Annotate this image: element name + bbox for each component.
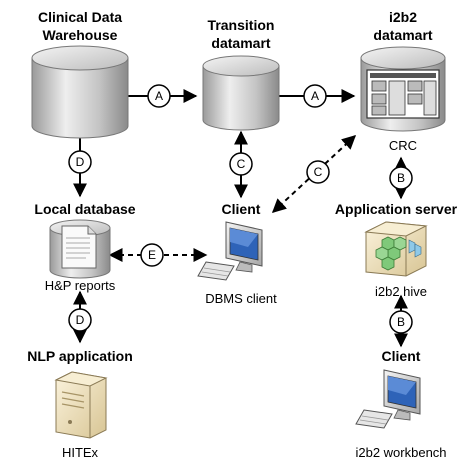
svg-text:D: D	[76, 155, 85, 169]
edge-label-b2: B	[389, 310, 413, 334]
cdw-title-line1: Clinical Data	[38, 9, 122, 25]
svg-text:A: A	[311, 89, 319, 103]
cdw-cylinder-icon	[31, 45, 129, 139]
computer-icon	[197, 221, 263, 281]
svg-text:E: E	[148, 248, 156, 262]
client-right-caption: i2b2 workbench	[355, 445, 446, 460]
local-db-caption: H&P reports	[45, 278, 116, 293]
hive-server-icon	[364, 221, 428, 277]
transition-title-line1: Transition	[208, 17, 275, 33]
node-i2b2-datamart: i2b2 datamart CRC	[360, 9, 446, 153]
node-nlp-application: NLP application HITEx	[27, 348, 133, 460]
svg-text:B: B	[397, 171, 405, 185]
edge-label-c2: C	[306, 160, 330, 184]
edges	[73, 89, 408, 348]
node-local-database: Local database H&P reports	[34, 201, 135, 293]
edge-label-b1: B	[389, 166, 413, 190]
edge-label-a2: A	[303, 84, 327, 108]
nlp-title: NLP application	[27, 348, 133, 364]
cdw-title-line2: Warehouse	[43, 27, 118, 43]
nlp-caption: HITEx	[62, 445, 99, 460]
transition-title-line2: datamart	[211, 35, 270, 51]
edge-label-c1: C	[229, 152, 253, 176]
svg-text:B: B	[397, 315, 405, 329]
svg-text:A: A	[155, 89, 163, 103]
svg-text:C: C	[314, 165, 323, 179]
local-db-title: Local database	[34, 201, 135, 217]
node-application-server: Application server i2b2 hive	[335, 201, 458, 299]
client-mid-caption: DBMS client	[205, 291, 277, 306]
document-icon	[61, 225, 97, 269]
app-server-title: Application server	[335, 201, 458, 217]
i2b2-caption: CRC	[389, 138, 417, 153]
client-mid-title: Client	[222, 201, 261, 217]
server-tower-icon	[54, 371, 108, 439]
i2b2-title-line2: datamart	[373, 27, 432, 43]
app-server-caption: i2b2 hive	[375, 284, 427, 299]
edge-label-d2: D	[68, 308, 92, 332]
node-clinical-data-warehouse: Clinical Data Warehouse	[31, 9, 129, 139]
transition-cylinder-icon	[202, 55, 280, 131]
svg-text:C: C	[237, 157, 246, 171]
i2b2-cylinder-icon	[360, 46, 446, 132]
computer-icon	[355, 369, 421, 429]
edge-label-a1: A	[147, 84, 171, 108]
svg-text:D: D	[76, 313, 85, 327]
i2b2-title-line1: i2b2	[389, 9, 417, 25]
node-i2b2-workbench-client: Client i2b2 workbench	[355, 348, 447, 460]
edge-label-d1: D	[68, 150, 92, 174]
client-right-title: Client	[382, 348, 421, 364]
edge-label-e: E	[140, 243, 164, 267]
node-dbms-client: Client DBMS client	[197, 201, 277, 306]
edge-labels: A A D C C B E D	[68, 84, 413, 334]
node-transition-datamart: Transition datamart	[202, 17, 280, 131]
